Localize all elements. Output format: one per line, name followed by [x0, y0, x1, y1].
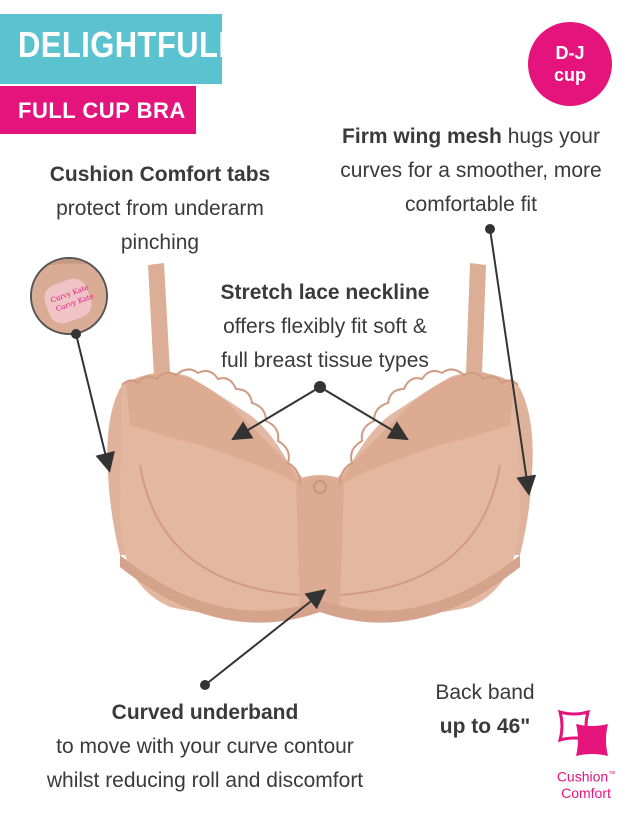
lace-neckline-caption: Stretch lace neckline offers flexibly fi… — [180, 276, 470, 378]
underband-line3: whilst reducing roll and discomfort — [46, 769, 364, 792]
cushion-tabs-line2: protect from underarm — [56, 197, 264, 220]
cup-size-badge: D-J cup — [528, 22, 612, 106]
cushion-tab-zoom-image: Curvy Kate Curvy Kate — [30, 257, 108, 335]
lace-neckline-line3: full breast tissue types — [221, 349, 429, 372]
wing-mesh-line1-rest: hugs your — [501, 125, 600, 148]
wing-mesh-line3: comfortable fit — [405, 193, 537, 216]
cup-badge-label: cup — [553, 65, 586, 85]
cup-badge-range: D-J — [555, 43, 585, 63]
lace-neckline-line2: offers flexibly fit soft & — [223, 315, 427, 338]
logo-line1: Cushion™ — [548, 767, 624, 785]
wing-mesh-line1: Firm wing mesh hugs your — [316, 120, 626, 154]
cushion-comfort-logo: Cushion™ Comfort — [548, 706, 624, 802]
logo-line1-text: Cushion — [556, 768, 609, 785]
cushion-comfort-logo-icon — [557, 709, 608, 756]
wing-mesh-caption: Firm wing mesh hugs your curves for a sm… — [316, 120, 626, 222]
title-banner — [0, 14, 222, 84]
wing-mesh-heading: Firm wing mesh — [342, 125, 502, 148]
product-title: DELIGHTFULL — [18, 24, 238, 65]
underband-caption: Curved underband to move with your curve… — [0, 696, 410, 798]
back-band-size: up to 46" — [439, 715, 531, 738]
back-band-line1: Back band — [435, 681, 535, 704]
cushion-tabs-line3: pinching — [120, 231, 200, 254]
subtitle-banner — [0, 86, 196, 134]
lace-neckline-heading: Stretch lace neckline — [220, 281, 430, 304]
underband-heading: Curved underband — [111, 701, 299, 724]
logo-tm: ™ — [608, 771, 616, 778]
cushion-tabs-heading: Cushion Comfort tabs — [49, 163, 271, 186]
wing-mesh-line2: curves for a smoother, more — [340, 159, 602, 182]
back-band-caption: Back band up to 46" — [405, 676, 565, 744]
bra-product-image — [107, 263, 533, 623]
underband-line2: to move with your curve contour — [56, 735, 354, 758]
product-subtitle: FULL CUP BRA — [18, 98, 186, 123]
cushion-tabs-caption: Cushion Comfort tabs protect from undera… — [20, 158, 300, 260]
logo-line2: Comfort — [561, 784, 611, 801]
